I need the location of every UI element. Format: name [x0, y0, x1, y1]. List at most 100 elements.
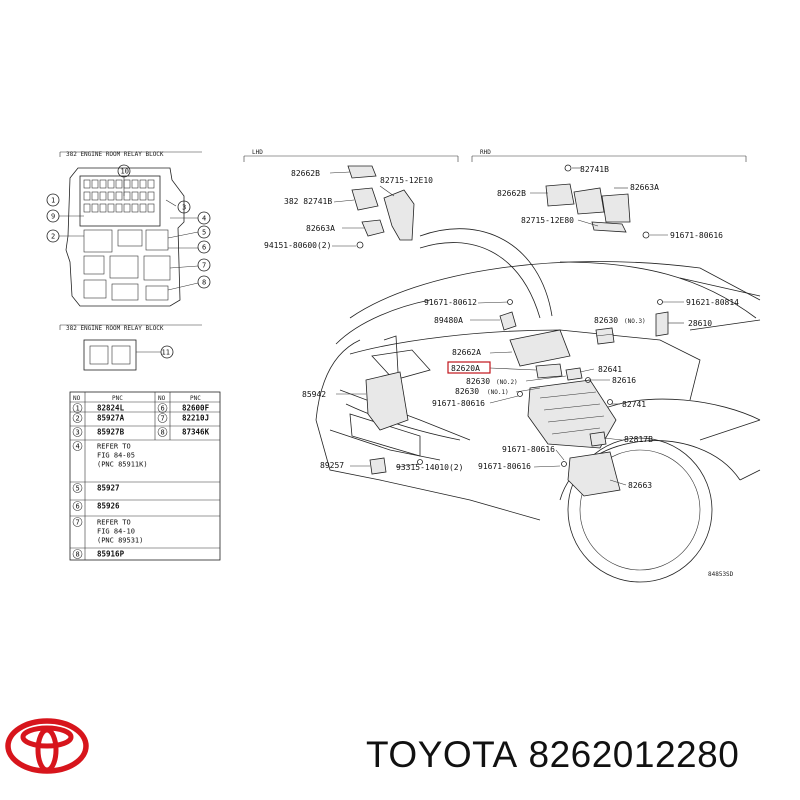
car-illustration: 91671-80612 91621-80814 89480A 82630 (NO… — [302, 228, 761, 583]
part-label: 82715-12E10 — [380, 176, 433, 185]
rhd-section: RHD 82741B 82662B 82663A 82715-12E80 916… — [471, 149, 747, 240]
row-number-circle — [72, 501, 83, 511]
relay-part — [589, 431, 607, 447]
part-label: 82662B — [291, 169, 320, 178]
callout-label: 6 — [202, 244, 206, 252]
part-label: 82741 — [622, 400, 646, 409]
row-number-circle — [72, 403, 83, 413]
part-label: 82715-12E80 — [521, 216, 574, 225]
row-pnc: 85927 — [97, 484, 120, 493]
relay-block-section: 382 ENGINE ROOM RELAY BLOCK — [46, 151, 211, 371]
row-number-circle — [72, 427, 83, 437]
part-label: 93315-14010(2) — [396, 463, 463, 472]
clip-part — [369, 457, 387, 475]
lower-bracket-part — [567, 451, 621, 497]
row-number-circle — [72, 483, 83, 493]
part-label: 85942 — [302, 390, 326, 399]
part-label: 82662A — [452, 348, 481, 357]
part-label: 91621-80814 — [686, 298, 739, 307]
part-label: 82641 — [598, 365, 622, 374]
row-number: 8 — [161, 429, 165, 437]
callout-label: 1 — [51, 197, 55, 205]
toyota-emblem-icon — [5, 718, 89, 774]
row-pnc: 85916P — [97, 550, 125, 559]
relay-part — [595, 327, 615, 345]
part-label: 82663A — [306, 224, 335, 233]
ecu-part — [509, 329, 571, 367]
row-number: 7 — [76, 519, 80, 527]
washer-tank-part — [365, 371, 409, 431]
part-label: 94151-80600(2) — [264, 241, 331, 250]
highlighted-part-box[interactable] — [447, 361, 491, 374]
row-pnc: 82600F — [182, 404, 210, 413]
row-number: 8 — [76, 551, 80, 559]
row-number: 6 — [76, 503, 80, 511]
row-number-circle — [72, 517, 83, 527]
row-number: 7 — [161, 415, 165, 423]
part-label: (NO.3) — [624, 318, 646, 325]
part-label: 82663 — [628, 481, 652, 490]
bracket-part — [383, 189, 415, 241]
part-label: (NO.1) — [487, 389, 509, 396]
part-label: 82630 — [594, 316, 618, 325]
brand-caption: TOYOTA 8262012280 — [366, 734, 792, 784]
part-label: 89257 — [320, 461, 344, 470]
part-label: 91671-80616 — [432, 399, 485, 408]
relay-box-part — [573, 187, 605, 215]
part-label: 82662B — [497, 189, 526, 198]
table-rows: 1 82824L 6 82600F 2 85927A 7 82210J 3 85927B 8 8734… — [72, 403, 210, 559]
brand-name: TOYOTA — [366, 734, 518, 775]
row-number: 2 — [76, 415, 80, 423]
callout-label: 8 — [202, 279, 206, 287]
row-number-circle — [157, 403, 168, 413]
callout-label: 3 — [182, 204, 186, 212]
relay-part — [361, 219, 385, 237]
row-pnc: (PNC 85911K) — [97, 461, 148, 469]
part-label: 82620A — [451, 364, 480, 373]
callout-label: 9 — [51, 213, 55, 221]
row-pnc: REFER TO — [97, 443, 131, 451]
rhd-label: RHD — [480, 149, 491, 156]
relay-part — [535, 363, 563, 379]
row-pnc: 87346K — [182, 428, 210, 437]
row-number-circle — [72, 549, 83, 559]
part-label: 382 82741B — [284, 197, 332, 206]
callout-label: 4 — [202, 215, 206, 223]
part-label: 89480A — [434, 316, 463, 325]
row-number-circle — [72, 441, 83, 451]
part-label: 82663A — [630, 183, 659, 192]
relay-block-title: 382 ENGINE ROOM RELAY BLOCK — [66, 151, 164, 158]
row-pnc: (PNC 89531) — [97, 537, 143, 545]
figure-code: 84853SD — [708, 571, 734, 578]
part-label: 82630 — [455, 387, 479, 396]
lhd-label: LHD — [252, 149, 263, 156]
part-label: 91671-80616 — [502, 445, 555, 454]
horn-part — [655, 311, 669, 337]
part-label: 82817B — [624, 435, 653, 444]
relay-block-callouts: 10 9 1 3 2 4 5 6 7 8 — [46, 164, 211, 289]
row-number-circle — [157, 427, 168, 437]
relay-block-2-title: 382 ENGINE ROOM RELAY BLOCK — [66, 325, 164, 332]
callout-label: 2 — [51, 233, 55, 241]
relay-cover-part — [347, 165, 377, 179]
row-number: 3 — [76, 429, 80, 437]
row-pnc: 82824L — [97, 404, 125, 413]
row-number: 1 — [76, 405, 80, 413]
row-pnc: 85927B — [97, 428, 125, 437]
part-label: 91671-80616 — [670, 231, 723, 240]
table-header: PNC — [190, 395, 201, 402]
part-number: 8262012280 — [528, 734, 740, 775]
part-label: 82616 — [612, 376, 636, 385]
table-header: NO — [158, 395, 166, 402]
relay-part — [601, 193, 631, 223]
row-number: 6 — [161, 405, 165, 413]
relay-box-part — [545, 183, 575, 207]
row-pnc: 85927A — [97, 414, 125, 423]
relay-box-part — [351, 187, 379, 211]
row-number-circle — [157, 413, 168, 423]
part-label: 82630 — [466, 377, 490, 386]
row-pnc: 82210J — [182, 414, 209, 423]
part-label: 82741B — [580, 165, 609, 174]
